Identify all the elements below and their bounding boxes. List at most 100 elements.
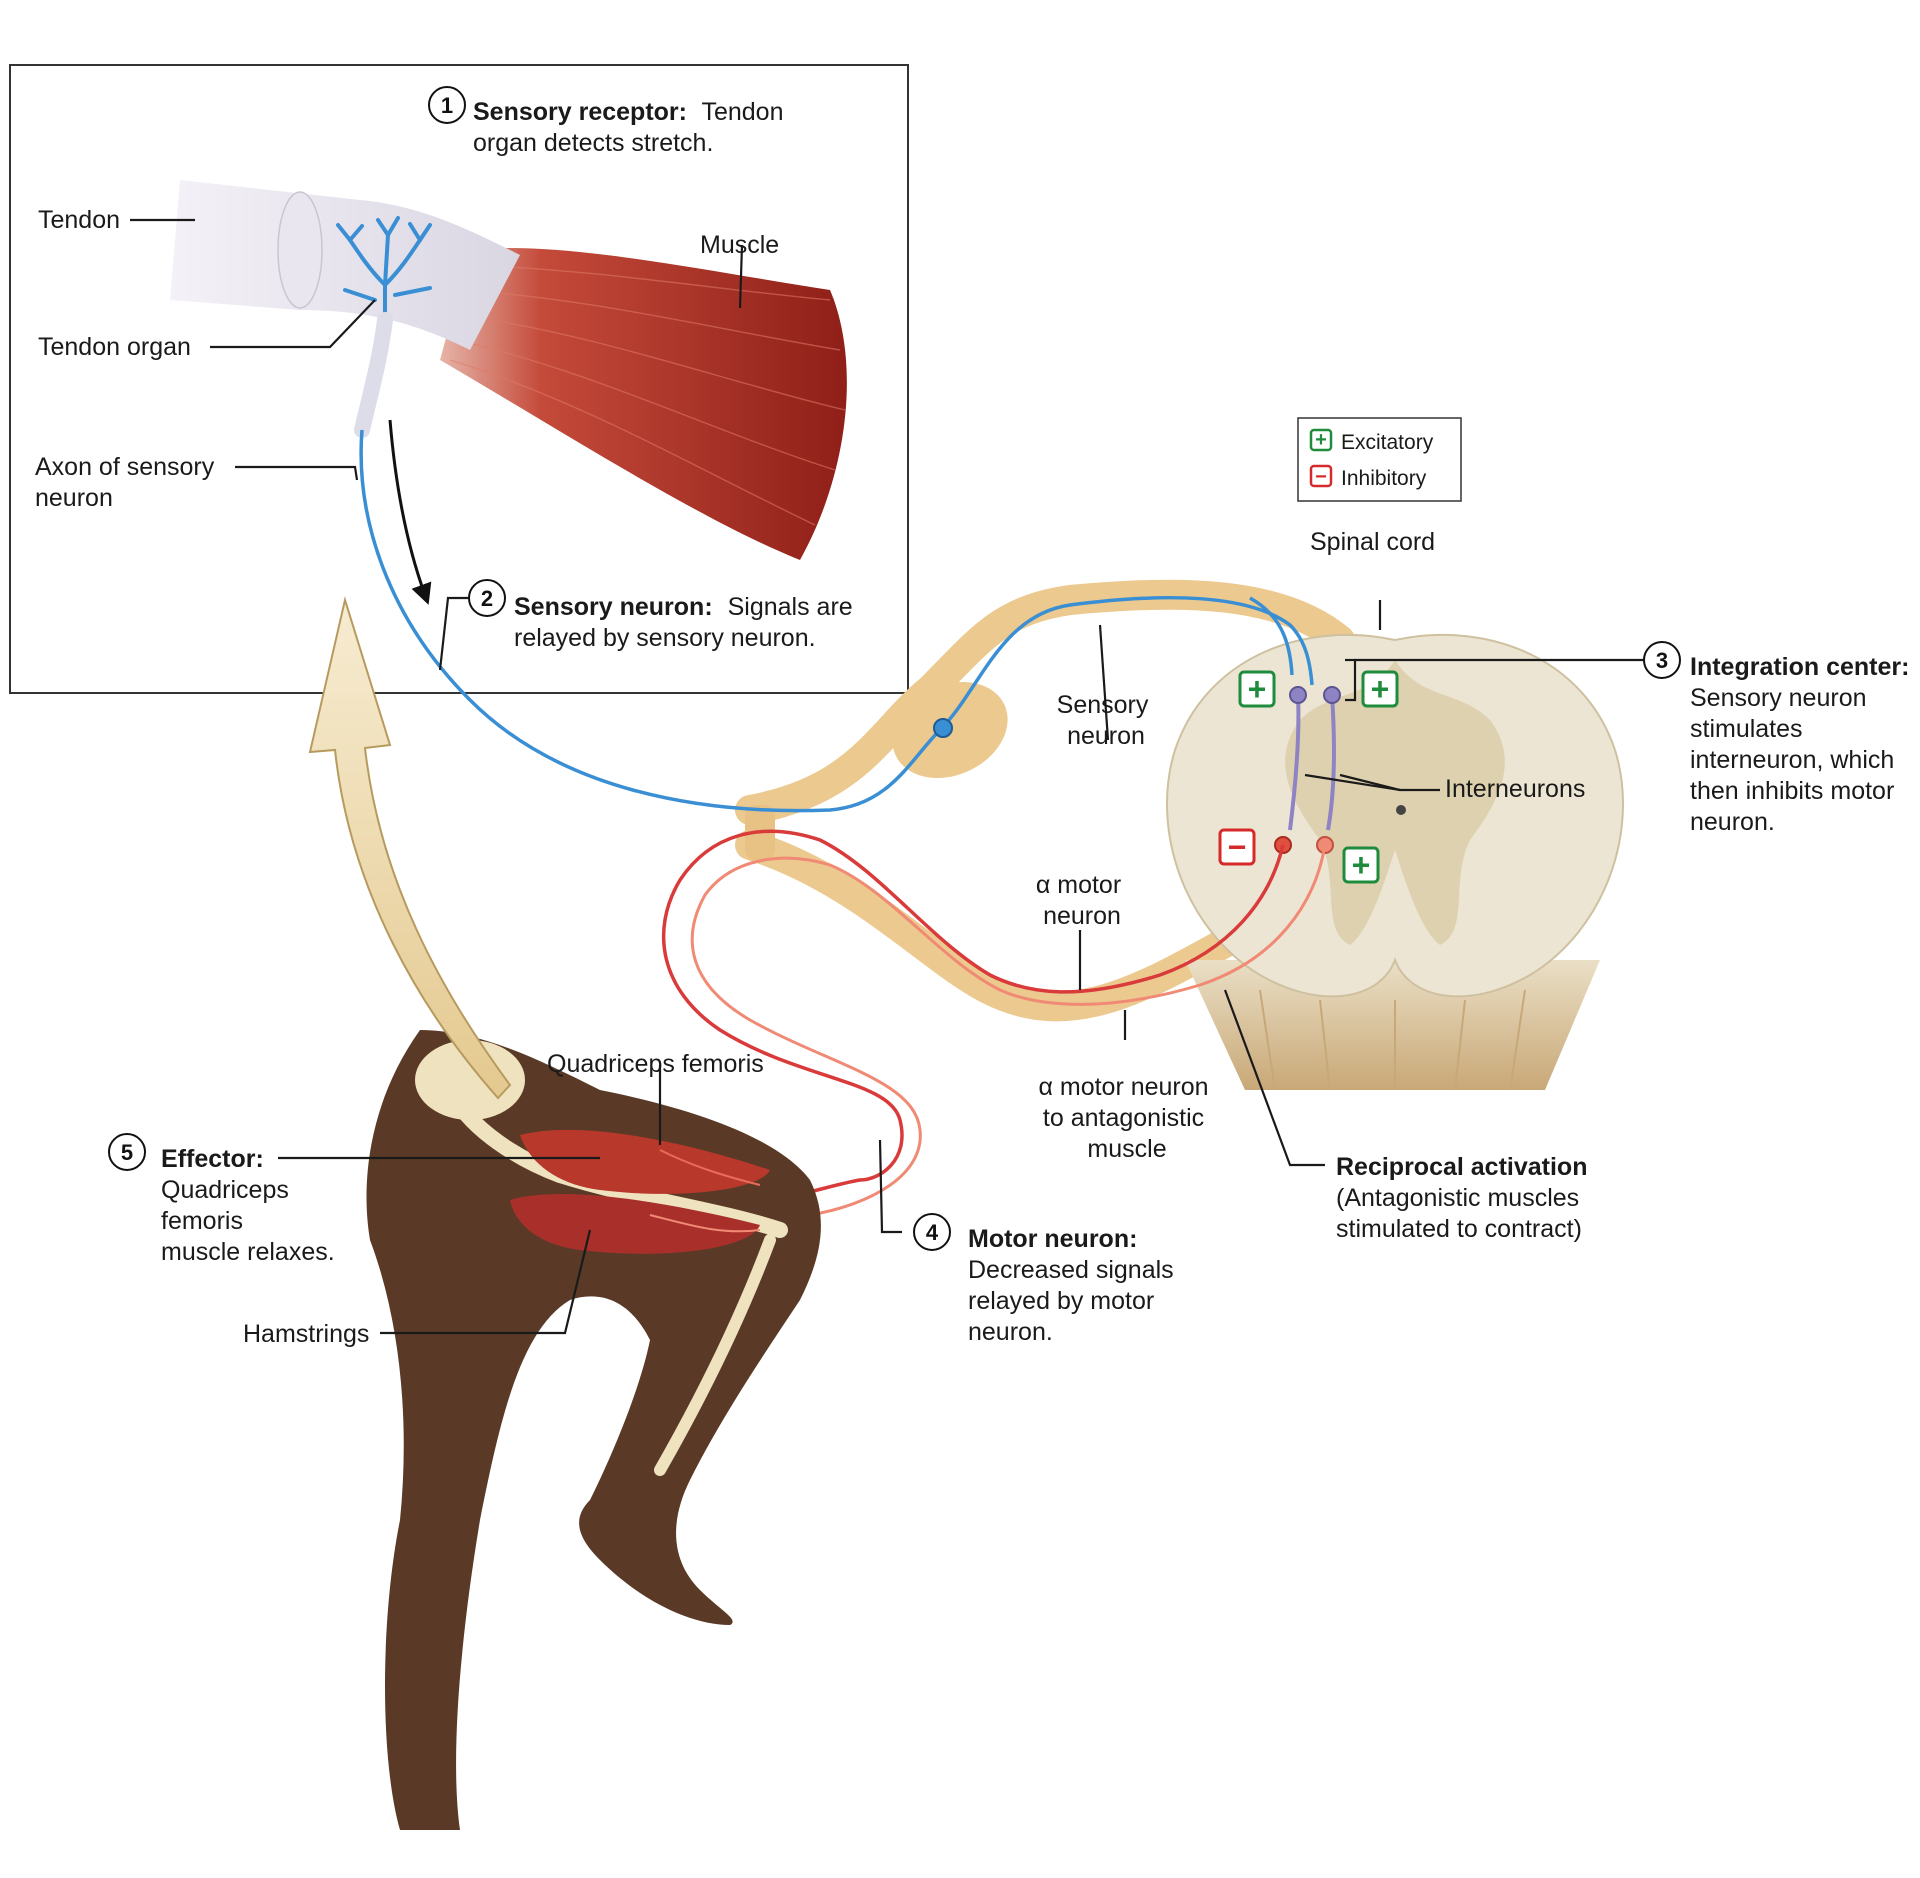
step-1-title: Sensory receptor:: [473, 98, 687, 126]
minus-marker-symbol: −: [1228, 829, 1247, 865]
alpha-motor-label-line-1: α motor: [1036, 871, 1121, 899]
step-4-title: Motor neuron:: [968, 1225, 1137, 1253]
plus-marker-1: [1238, 670, 1276, 708]
excitatory-legend-symbol: +: [1315, 429, 1327, 451]
step-4-text-line-1: Decreased signals: [968, 1256, 1174, 1284]
reciprocal-activation-line-1: (Antagonistic muscles: [1336, 1184, 1579, 1212]
reciprocal-activation-title: Reciprocal activation: [1336, 1153, 1587, 1181]
tendon-inset: [9, 64, 909, 694]
minus-marker: [1218, 828, 1256, 866]
interneurons-label: Interneurons: [1445, 775, 1585, 803]
axon-sensory-label: Axon of sensory neuron: [35, 453, 221, 512]
alpha-motor-antagonist-path: [690, 844, 1327, 1217]
plus-marker-3-symbol: +: [1352, 847, 1371, 883]
step-badges: 1 2 3 4 5: [108, 86, 1681, 1251]
pelvis: [415, 1040, 525, 1120]
axon-sensory-label-line-2: neuron: [35, 484, 113, 512]
spinal-cord: [1166, 633, 1624, 1091]
alpha-motor-neuron-path: [661, 829, 1285, 1202]
sensory-cell-body: [933, 718, 953, 738]
leader-lines: [130, 218, 1645, 1335]
reciprocal-activation-line-2: stimulated to contract): [1336, 1215, 1582, 1243]
step-1-number: 1: [441, 93, 453, 118]
step-5-title: Effector:: [161, 1145, 264, 1173]
interneuron-soma-1: [1289, 686, 1307, 704]
inhibitory-legend-label: Inhibitory: [1341, 467, 1427, 490]
step-4-caption: Motor neuron: Decreased signals relayed …: [968, 1225, 1181, 1346]
hamstrings-label: Hamstrings: [243, 1320, 369, 1348]
tendon-organ-label: Tendon organ: [38, 333, 191, 361]
reciprocal-activation-label: Reciprocal activation (Antagonistic musc…: [1336, 1153, 1594, 1243]
step-4-text-line-3: neuron.: [968, 1318, 1053, 1346]
muscle-label: Muscle: [700, 231, 779, 259]
step-2-text-line-2: relayed by sensory neuron.: [514, 624, 816, 652]
synapse-markers: + + − +: [1218, 670, 1399, 884]
muscle-fibers: [449, 264, 846, 526]
step-2-text-line-1: Signals are: [728, 593, 853, 621]
step-5-text-line-1: Quadriceps: [161, 1176, 289, 1204]
alpha-motor-antagonistic-line-3: muscle: [1087, 1135, 1166, 1163]
tibia: [654, 1234, 776, 1476]
step-1-caption: Sensory receptor: Tendon organ detects s…: [473, 98, 790, 157]
excitatory-legend-label: Excitatory: [1341, 431, 1434, 454]
alpha-motor-antagonistic-line-1: α motor neuron: [1038, 1073, 1208, 1101]
step-4-number: 4: [926, 1220, 939, 1245]
step-2-title: Sensory neuron:: [514, 593, 713, 621]
quadriceps-muscle: [520, 1129, 770, 1194]
spinal-cord-label: Spinal cord: [1310, 528, 1435, 556]
step-3-text-line-2: stimulates: [1690, 715, 1803, 743]
interneurons: [1288, 694, 1336, 831]
step-3-text-line-5: neuron.: [1690, 808, 1775, 836]
alpha-motor-label: α motor neuron: [1036, 871, 1128, 930]
step-5-text-line-2: femoris: [161, 1207, 243, 1235]
cord-stripes: [1259, 989, 1526, 1091]
leg-figure: [366, 1030, 821, 1830]
plus-marker-3: [1342, 846, 1380, 884]
step-3-title: Integration center:: [1690, 653, 1909, 681]
step-3-caption: Integration center: Sensory neuron stimu…: [1690, 653, 1916, 836]
step-3-number: 3: [1656, 648, 1668, 673]
step-3-text-line-3: interneuron, which: [1690, 746, 1894, 774]
central-canal: [1396, 805, 1406, 815]
axon-sensory-label-line-1: Axon of sensory: [35, 453, 215, 481]
inhibitory-legend-symbol: −: [1315, 466, 1327, 488]
motor-branch-ham: [649, 1214, 761, 1233]
step-5-number: 5: [121, 1140, 133, 1165]
interneuron-soma-2: [1323, 686, 1341, 704]
tendon-cut-end: [277, 191, 323, 309]
tendon-organ-branches: [336, 216, 432, 322]
step-3-text-line-1: Sensory neuron: [1690, 684, 1867, 712]
plus-marker-2: [1361, 670, 1399, 708]
plus-marker-2-symbol: +: [1371, 671, 1390, 707]
text-labels: Sensory receptor: Tendon organ detects s…: [35, 98, 1916, 1348]
alpha-motor-antagonistic-line-2: to antagonistic: [1043, 1104, 1204, 1132]
step-1-text-line-2: organ detects stretch.: [473, 129, 713, 157]
muscle-illustration: [440, 248, 847, 560]
step-2-number: 2: [481, 586, 493, 611]
step-1-text-line-1: Tendon: [701, 98, 783, 126]
plus-marker-1-symbol: +: [1248, 671, 1267, 707]
excitatory-legend-icon: [1309, 428, 1333, 452]
step-1-badge: [428, 86, 466, 124]
step-5-caption: Effector: Quadriceps femoris muscle rela…: [161, 1145, 335, 1266]
inhibitory-legend-icon: [1309, 464, 1333, 488]
gray-matter: [1285, 660, 1505, 945]
signal-direction-arrow: [388, 419, 432, 605]
axon-sheath: [354, 312, 393, 438]
spinal-cord-column: [1185, 960, 1600, 1090]
step-3-badge: [1643, 641, 1681, 679]
sensory-branch: [1249, 596, 1294, 676]
step-2-caption: Sensory neuron: Signals are relayed by s…: [514, 593, 860, 652]
sensory-neuron-label-line-1: Sensory: [1057, 691, 1149, 719]
tendon-label: Tendon: [38, 206, 120, 234]
sensory-neuron-path: [359, 429, 1314, 813]
tendon-illustration: [170, 180, 520, 350]
step-5-badge: [108, 1133, 146, 1171]
dorsal-root: [735, 579, 1355, 825]
ventral-root: [735, 830, 1245, 1022]
step-4-badge: [913, 1213, 951, 1251]
sensory-neuron-label: Sensory neuron: [1057, 691, 1156, 750]
step-5-text-line-3: muscle relaxes.: [161, 1238, 335, 1266]
alpha-motor-label-line-2: neuron: [1043, 902, 1121, 930]
